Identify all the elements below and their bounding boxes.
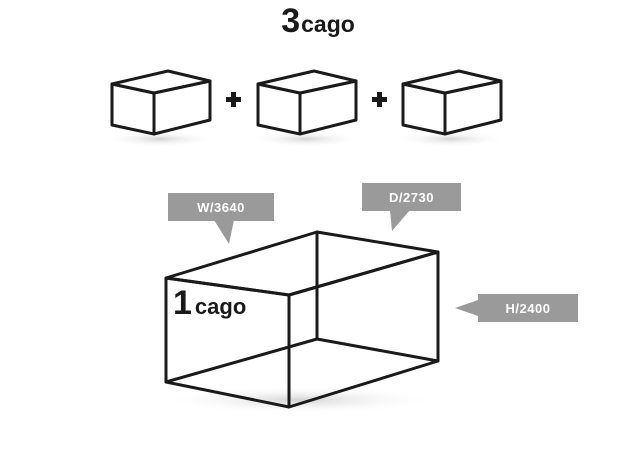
small-box-3 bbox=[396, 69, 506, 147]
container-shadow bbox=[160, 386, 440, 414]
height-tag-pointer bbox=[455, 300, 478, 316]
width-tag: W/3640 bbox=[168, 193, 274, 221]
plus-sign-2 bbox=[372, 92, 387, 107]
depth-tag: D/2730 bbox=[362, 183, 461, 211]
width-tag-pointer bbox=[214, 220, 234, 244]
plus-sign-1 bbox=[226, 92, 241, 107]
small-box-2 bbox=[251, 69, 361, 147]
page-title: 3cago bbox=[0, 2, 636, 41]
container-count: 1 bbox=[173, 284, 192, 322]
box-shadow bbox=[105, 131, 215, 147]
container-unit: cago bbox=[194, 294, 247, 319]
container-right-face bbox=[287, 250, 440, 409]
box-outline bbox=[110, 69, 212, 136]
height-tag: H/2400 bbox=[478, 294, 578, 322]
box-shadow bbox=[251, 131, 361, 147]
box-outline bbox=[256, 69, 358, 136]
large-container-wireframe bbox=[164, 230, 440, 409]
container-bottom-back-edge bbox=[315, 337, 440, 363]
title-count: 3 bbox=[281, 2, 300, 40]
depth-tag-pointer bbox=[390, 210, 410, 231]
box-outline bbox=[401, 69, 503, 136]
container-bottom-left-edge bbox=[164, 337, 319, 384]
title-unit: cago bbox=[301, 11, 355, 37]
box-shadow bbox=[396, 131, 506, 147]
small-box-1 bbox=[105, 69, 215, 147]
